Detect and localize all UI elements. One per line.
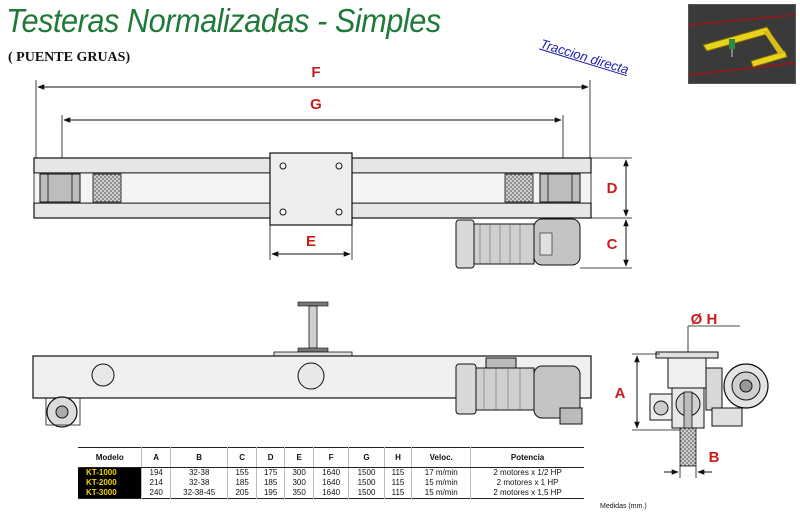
col-header: Potencia (470, 447, 584, 468)
table-cell: 1640 (312, 478, 349, 488)
table-cell: 2 motores x 1/2 HP (470, 467, 584, 478)
table-cell: 32-38-45 (169, 488, 228, 499)
dim-label-e: E (306, 233, 316, 250)
table-cell: 2 motores x 1,5 HP (470, 488, 584, 499)
table-cell: 214 (141, 478, 171, 488)
dim-label-d: D (607, 180, 618, 197)
col-header: G (348, 447, 385, 468)
table-cell: 2 motores x 1 HP (470, 478, 584, 488)
cell-model: KT-3000 (78, 488, 142, 499)
table-cell: 115 (383, 467, 412, 478)
table-cell: 155 (227, 467, 257, 478)
cell-model: KT-1000 (78, 467, 142, 478)
table-cell: 1500 (348, 467, 385, 478)
dim-label-f: F (311, 64, 320, 81)
col-header: A (141, 447, 171, 468)
motor-top (455, 218, 581, 269)
table-cell: 240 (141, 488, 171, 499)
table-cell: 300 (284, 478, 314, 488)
table-cell: 32-38 (169, 478, 228, 488)
table-cell: 15 m/min (411, 478, 471, 488)
col-header: Modelo (78, 447, 142, 468)
table-cell: 115 (383, 488, 412, 499)
table-header-row: Modelo A B C D E F G H Veloc. Potencia (78, 447, 584, 468)
top-view: F G E (33, 64, 632, 269)
col-header: E (284, 447, 314, 468)
specs-table: Modelo A B C D E F G H Veloc. Potencia K… (78, 447, 584, 499)
table-cell: 15 m/min (411, 488, 471, 499)
col-header: H (383, 447, 412, 468)
table-cell: 185 (255, 478, 285, 488)
crane-render-image (689, 5, 795, 83)
table-cell: 17 m/min (411, 467, 471, 478)
table-cell: 115 (383, 478, 412, 488)
table-cell: 195 (255, 488, 285, 499)
table-cell: 350 (284, 488, 314, 499)
side-view (32, 301, 592, 428)
table-cell: 1500 (348, 488, 385, 499)
table-row: KT-1000 194 32-38 155 175 300 1640 1500 … (78, 467, 584, 478)
dim-label-g: G (310, 96, 322, 113)
table-cell: 194 (141, 467, 171, 478)
page-title: Testeras Normalizadas - Simples (6, 2, 441, 39)
cell-model: KT-2000 (78, 478, 142, 488)
table-cell: 300 (284, 467, 314, 478)
table-cell: 1640 (312, 467, 349, 478)
product-thumbnail (688, 4, 796, 84)
table-row: KT-2000 214 32-38 185 185 300 1640 1500 … (78, 478, 584, 488)
col-header: F (312, 447, 349, 468)
table-cell: 1640 (312, 488, 349, 499)
dim-label-c: C (607, 236, 618, 253)
dim-label-oh: Ø H (691, 311, 718, 328)
page-subtitle: ( PUENTE GRUAS) (8, 50, 131, 65)
dim-label-b: B (709, 449, 720, 466)
units-note: Medidas (mm.) (600, 503, 647, 510)
col-header: C (227, 447, 257, 468)
table-row: KT-3000 240 32-38-45 205 195 350 1640 15… (78, 488, 584, 499)
col-header: D (255, 447, 285, 468)
table-cell: 32-38 (169, 467, 228, 478)
table-cell: 205 (227, 488, 257, 499)
table-cell: 1500 (348, 478, 385, 488)
table-cell: 175 (255, 467, 285, 478)
col-header: B (169, 447, 228, 468)
motor-side (455, 357, 583, 425)
table-cell: 185 (227, 478, 257, 488)
end-view: Ø H A B (615, 311, 769, 478)
col-header: Veloc. (411, 447, 471, 468)
dim-label-a: A (615, 385, 626, 402)
